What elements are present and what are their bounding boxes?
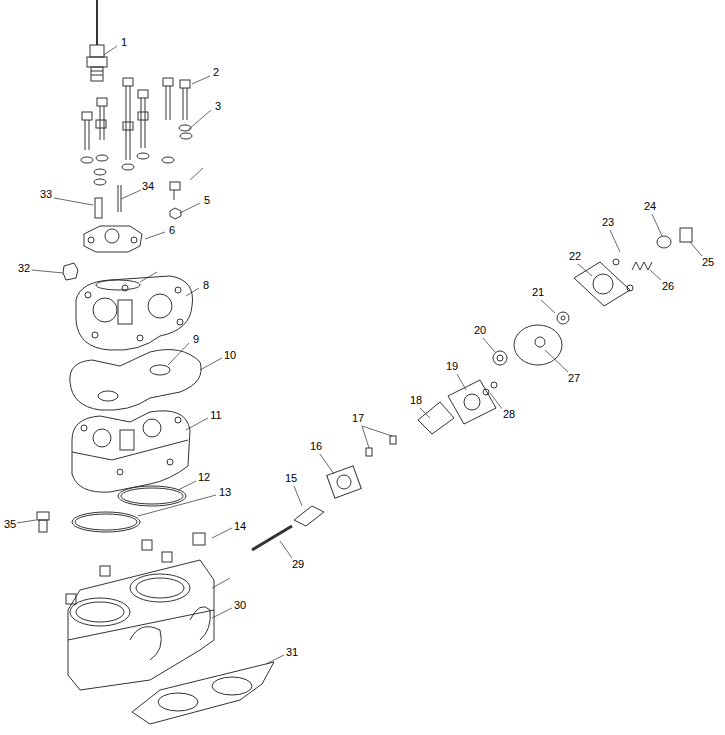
callout-number: 17 (351, 412, 365, 424)
callout-number: 19 (445, 360, 459, 372)
small-fasteners (95, 182, 181, 219)
callout-number: 34 (141, 180, 155, 192)
base-gasket (132, 662, 274, 724)
callout-number: 10 (223, 349, 237, 361)
thermostat-housing (84, 226, 142, 252)
cylinder-block (68, 560, 214, 690)
water-pump (252, 228, 692, 550)
callout-number: 31 (285, 646, 299, 658)
callout-number: 15 (284, 472, 298, 484)
nuts (66, 533, 205, 604)
callout-number: 23 (601, 216, 615, 228)
callout-number: 6 (168, 224, 176, 236)
callout-number: 32 (17, 262, 31, 274)
callout-number: 24 (643, 200, 657, 212)
callout-number: 20 (473, 324, 487, 336)
callout-number: 27 (567, 372, 581, 384)
callout-number: 2 (212, 66, 220, 78)
callout-number: 25 (701, 256, 715, 268)
head-cover (76, 276, 193, 350)
temperature-sensor (87, 0, 107, 81)
callout-number: 26 (661, 280, 675, 292)
callout-number: 13 (218, 486, 232, 498)
callout-number: 8 (202, 279, 210, 291)
fitting (63, 263, 140, 290)
callout-number: 29 (291, 558, 305, 570)
callout-number: 22 (568, 250, 582, 262)
head-bolts (81, 78, 192, 185)
callout-number: 30 (233, 599, 247, 611)
callout-number: 5 (203, 194, 211, 206)
callout-number: 12 (197, 471, 211, 483)
callout-number: 28 (502, 408, 516, 420)
cover-gasket (70, 350, 201, 411)
head-gaskets (72, 486, 186, 532)
callout-number: 3 (214, 100, 222, 112)
callout-number: 16 (309, 440, 323, 452)
callout-number: 14 (233, 520, 247, 532)
cylinder-head (72, 411, 190, 492)
callout-number: 35 (3, 518, 17, 530)
callout-number: 11 (209, 409, 222, 421)
callout-number: 18 (409, 394, 423, 406)
callout-number: 33 (39, 188, 53, 200)
leader-lines (17, 46, 702, 664)
callout-number: 9 (192, 333, 200, 345)
callout-number: 21 (531, 286, 545, 298)
plug (37, 512, 49, 532)
callout-number: 1 (120, 36, 128, 48)
